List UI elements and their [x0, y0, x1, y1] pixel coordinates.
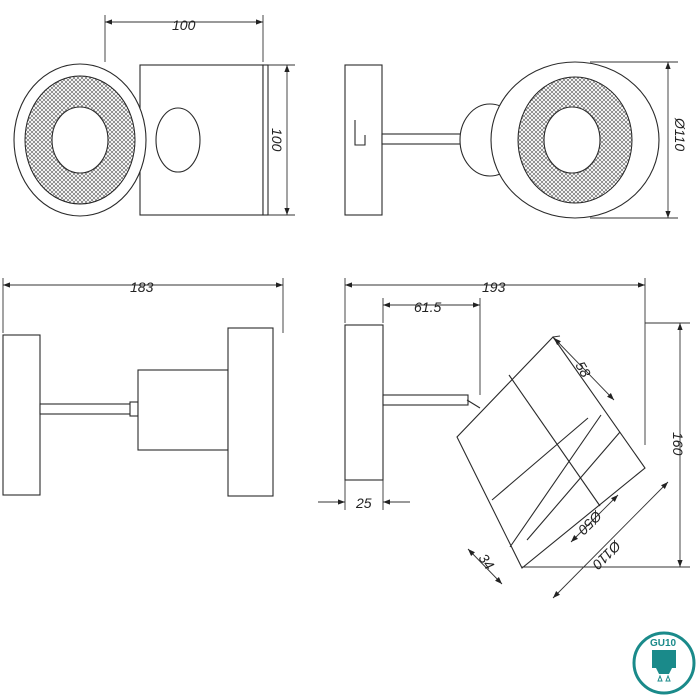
badge-label: GU10: [650, 638, 677, 649]
bulb-face: [543, 106, 601, 174]
knob: [155, 107, 201, 173]
dim-height: 100: [269, 128, 285, 152]
lamp-head: [227, 327, 274, 497]
bulb-icon: [652, 650, 676, 668]
lamp-cylinder: [456, 336, 646, 569]
body: [137, 369, 229, 451]
bulb-face: [51, 106, 109, 174]
dim-plate: 25: [355, 495, 372, 511]
joint: [129, 401, 139, 417]
back-plate-edge: [262, 64, 269, 216]
arm: [39, 403, 133, 415]
wall-plate: [2, 334, 41, 496]
dim-length: 193: [482, 279, 506, 295]
dim-outer-diameter: Ø110: [589, 537, 625, 573]
dim-length: 183: [130, 279, 154, 295]
gu10-badge: GU10: [632, 631, 696, 695]
front-view-right: Ø110: [344, 61, 688, 219]
arm: [382, 394, 469, 406]
side-view-right: 193 61.5 25 160 58 Ø50 Ø110 34: [318, 278, 690, 599]
dim-diameter: Ø110: [672, 117, 688, 151]
side-view-left: 183: [2, 278, 284, 497]
arm: [381, 133, 468, 145]
dim-width: 100: [172, 17, 196, 33]
dim-arm: 61.5: [414, 299, 441, 315]
dim-rim: 34: [476, 551, 498, 573]
mount-slot: [354, 120, 366, 146]
front-view-left: 100 100: [13, 15, 295, 217]
wall-plate: [344, 324, 384, 481]
dim-head: 58: [572, 359, 594, 381]
dim-height: 160: [670, 432, 686, 456]
wall-plate: [344, 64, 383, 216]
